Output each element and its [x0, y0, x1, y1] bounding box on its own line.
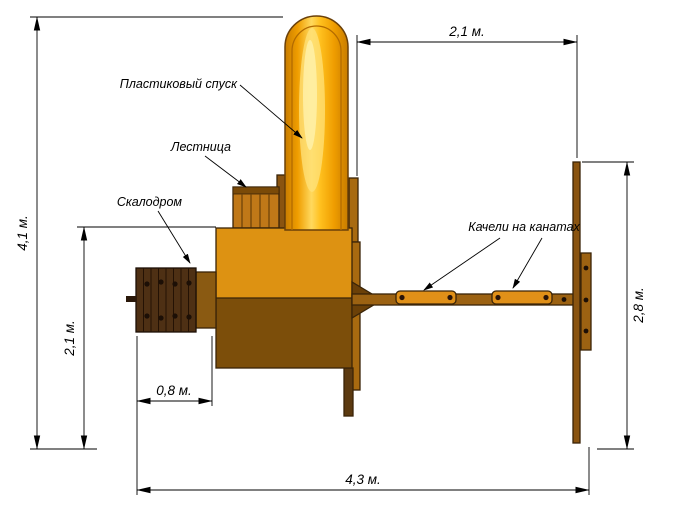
swing-frame — [572, 161, 592, 444]
dim-swing-frame-height-label: 2,8 м. — [631, 287, 646, 324]
climbing-holds — [144, 279, 192, 321]
climbing-wall-connector — [195, 271, 217, 329]
climbing-wall — [126, 267, 197, 333]
dim-top-span: 2,1 м. — [356, 24, 578, 176]
dim-overall-width: 4,3 м. — [136, 447, 590, 495]
platform — [215, 227, 353, 369]
platform-bottom-post — [343, 367, 354, 417]
callout-ladder: Лестница — [170, 140, 247, 188]
swing-seat-2 — [491, 290, 553, 305]
dim-overall-width-label: 4,3 м. — [345, 472, 381, 487]
callout-swings-label: Качели на канатах — [468, 220, 580, 234]
dim-top-span-label: 2,1 м. — [448, 24, 485, 39]
ladder — [232, 186, 280, 229]
swing-seat-1 — [395, 290, 457, 305]
dim-overall-height-label: 4,1 м. — [15, 215, 30, 251]
callout-slide-label: Пластиковый спуск — [120, 77, 238, 91]
callout-slide: Пластиковый спуск — [120, 77, 303, 139]
plastic-slide — [284, 15, 349, 231]
callout-ladder-label: Лестница — [170, 140, 231, 154]
callout-climbing-wall-label: Скалодром — [117, 195, 183, 209]
callout-climbing-wall: Скалодром — [117, 195, 191, 264]
climbing-wall-stub — [126, 296, 136, 302]
callout-swings: Качели на канатах — [423, 220, 580, 291]
dim-climbing-wall-width: 0,8 м. — [136, 336, 213, 495]
dim-overall-height: 4,1 м. — [15, 16, 283, 450]
dim-left-inner-height-label: 2,1 м. — [62, 320, 77, 357]
dim-left-inner-height: 2,1 м. — [62, 226, 216, 450]
dim-climbing-wall-width-label: 0,8 м. — [156, 383, 192, 398]
dim-swing-frame-height: 2,8 м. — [582, 161, 646, 450]
